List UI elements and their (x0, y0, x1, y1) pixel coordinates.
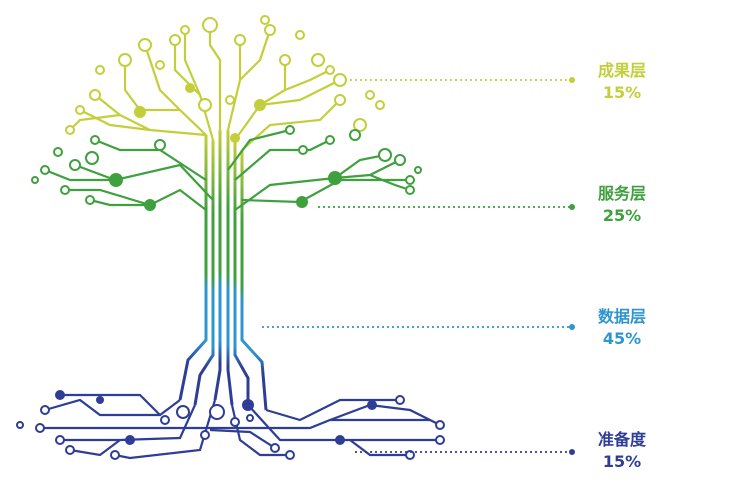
layer-label-service: 服务层 25% (587, 183, 657, 227)
layer-name: 服务层 (597, 184, 646, 203)
leader-lines (262, 79, 570, 453)
layer-label-prep: 准备度 15% (587, 429, 657, 473)
tree-trunk (178, 130, 268, 411)
layer-percent: 45% (602, 329, 642, 348)
layer-name: 准备度 (597, 430, 646, 449)
layer-percent: 15% (602, 452, 642, 471)
leader-dot-result (569, 77, 575, 83)
layer-name: 成果层 (597, 61, 646, 80)
leader-dot-data (569, 324, 575, 330)
roots-prep-solid-nodes (55, 390, 377, 445)
layer-label-data: 数据层 45% (587, 306, 657, 350)
layer-name: 数据层 (597, 307, 646, 326)
layer-percent: 25% (602, 206, 642, 225)
leader-dot-prep (569, 449, 575, 455)
canopy-result-layer (69, 25, 341, 151)
canopy-service-solid-nodes (109, 171, 342, 211)
leader-endpoints (569, 77, 575, 455)
layer-percent: 15% (602, 83, 642, 102)
layer-label-result: 成果层 15% (587, 60, 657, 104)
canopy-result-solid-nodes (134, 83, 266, 143)
leader-dot-service (569, 204, 575, 210)
roots-prep-layer (40, 393, 441, 460)
canopy-service-nodes (31, 125, 422, 205)
canopy-result-nodes (65, 15, 385, 135)
roots-prep-nodes (16, 395, 445, 460)
